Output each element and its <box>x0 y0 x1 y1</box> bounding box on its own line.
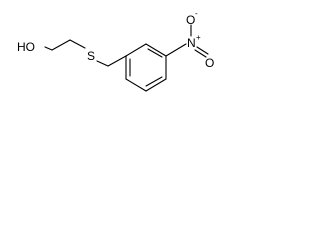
bond-ring-n <box>165 43 187 57</box>
ring-bond-3 <box>145 78 167 92</box>
nitro-oxygen-label: O <box>186 13 195 27</box>
oxygen-negative-charge: - <box>195 9 198 18</box>
sulfur-label: S <box>87 49 95 63</box>
nitro-positive-charge: + <box>196 33 201 42</box>
structure-canvas: HO S N + O - O <box>0 0 237 117</box>
bond-c2-s <box>69 39 86 49</box>
bond-s-c3 <box>96 60 109 67</box>
nitro-oxygen-label-2: O <box>205 56 214 70</box>
hydroxyl-label: HO <box>17 40 35 54</box>
ring-double-3 <box>147 48 163 58</box>
bonds <box>44 24 209 92</box>
nitro-nitrogen-label: N <box>187 36 196 50</box>
ring-bond-2 <box>125 78 147 92</box>
ring-bond-6 <box>125 43 147 57</box>
bond-n-o-1 <box>196 46 209 55</box>
bond-n-o-2 <box>194 49 207 58</box>
bond-c1-c2 <box>51 39 71 51</box>
molecule-structure: HO S N + O - O <box>17 9 214 92</box>
ring-bond-5 <box>145 43 167 57</box>
ring-double-2 <box>145 76 163 87</box>
atom-labels: HO S N + O - O <box>17 9 214 70</box>
bond-o-c1 <box>44 46 53 51</box>
bond-c3-ring <box>107 55 127 67</box>
